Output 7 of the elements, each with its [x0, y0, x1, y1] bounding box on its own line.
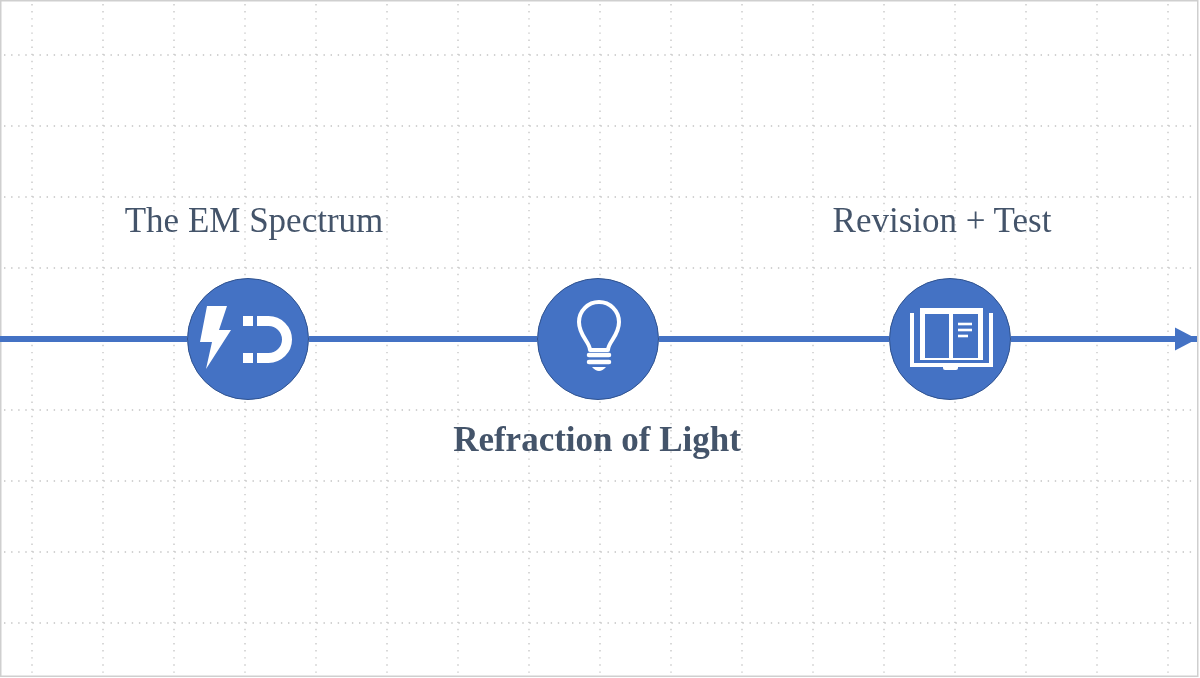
milestone-label: The EM Spectrum	[124, 200, 384, 242]
arrow	[1011, 327, 1197, 351]
timeline-line	[659, 336, 889, 342]
timeline-line	[309, 336, 537, 342]
milestone-label: Revision + Test	[832, 200, 1052, 242]
timeline-line	[0, 336, 187, 342]
milestone-label: Refraction of Light	[453, 419, 741, 461]
